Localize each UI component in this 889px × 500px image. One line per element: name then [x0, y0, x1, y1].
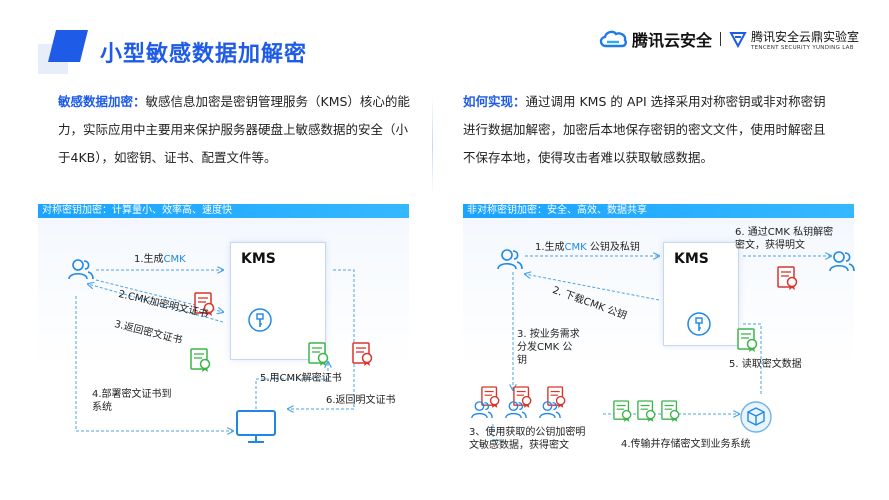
symmetric-panel-header: 对称密钥加密：计算量小、效率高、速度快: [38, 204, 409, 218]
right-body: 通过调用 KMS 的 API 选择采用对称密钥或非对称密钥进行数据加解密，加密后…: [463, 94, 826, 165]
symmetric-step-4: 4.部署密文证书到系统: [92, 389, 172, 413]
yunding-lab-icon: [729, 32, 747, 48]
lab-name: 腾讯安全云鼎实验室 TENCENT SECURITY YUNDING LAB: [751, 28, 859, 51]
left-body: 敏感信息加密是密钥管理服务（KMS）核心的能力，实际应用中主要用来保护服务器硬盘…: [58, 94, 410, 165]
asymmetric-kms-label: KMS: [674, 251, 709, 267]
green-certificate-icon: [661, 400, 681, 422]
symmetric-step-6: 6.返回明文证书: [326, 395, 396, 406]
user-group-icon: [829, 250, 855, 272]
asymmetric-panel: 非对称密钥加密：安全、高效、数据共享 KMS 1.生成CMK 公钥及私钥 2.: [463, 204, 854, 466]
cloud-cube-icon: [740, 401, 772, 433]
user-group-icon: [471, 400, 493, 419]
green-certificate-icon: [190, 348, 212, 372]
symmetric-kms-label: KMS: [241, 251, 276, 267]
symmetric-panel: 对称密钥加密：计算量小、效率高、速度快 KMS 1.生成C: [38, 204, 409, 466]
header-decoration: [38, 30, 88, 74]
symmetric-step-5: 5.用CMK解密证书: [260, 373, 342, 384]
asymmetric-step-3: 3. 按业务需求分发CMK 公钥: [517, 329, 580, 366]
symmetric-flow-diagram: [75, 204, 355, 466]
right-description: 如何实现：通过调用 KMS 的 API 选择采用对称密钥或非对称密钥进行数据加解…: [463, 88, 833, 172]
asymmetric-step-4: 4.传输并存储密文到业务系统: [621, 439, 751, 450]
lab-name-en: TENCENT SECURITY YUNDING LAB: [750, 44, 854, 51]
green-certificate-icon: [613, 400, 633, 422]
user-group-icon: [539, 400, 561, 419]
asymmetric-step-6: 6. 通过CMK 私钥解密密文，获得明文: [735, 227, 834, 251]
user-group-icon: [505, 400, 527, 419]
brand-logo-area: 腾讯云安全 腾讯安全云鼎实验室 TENCENT SECURITY YUNDING…: [598, 24, 859, 54]
brand-name: 腾讯云安全: [631, 31, 712, 50]
asymmetric-panel-header: 非对称密钥加密：安全、高效、数据共享: [463, 204, 854, 218]
asymmetric-step-3b: 3、使用获取的公钥加密明文敏感数据，获得密文: [469, 427, 586, 451]
symmetric-step-1: 1.生成CMK: [134, 254, 186, 265]
brand-separator: [719, 32, 721, 46]
lab-name-cn: 腾讯安全云鼎实验室: [750, 29, 859, 44]
vertical-divider: [432, 95, 433, 195]
symmetric-kms-box: KMS: [230, 242, 326, 360]
key-icon: [687, 312, 711, 336]
green-certificate-icon: [637, 400, 657, 422]
left-description: 敏感数据加密：敏感信息加密是密钥管理服务（KMS）核心的能力，实际应用中主要用来…: [58, 88, 414, 172]
user-group-icon: [497, 248, 523, 270]
symmetric-panel-body: [38, 218, 409, 466]
green-certificate-icon: [308, 342, 330, 366]
red-certificate-icon: [352, 342, 374, 366]
page-title: 小型敏感数据加解密: [100, 42, 308, 67]
left-keyword: 敏感数据加密：: [58, 94, 146, 109]
right-keyword: 如何实现：: [463, 94, 526, 109]
asymmetric-step-5: 5. 读取密文数据: [729, 359, 802, 370]
red-certificate-icon: [777, 266, 799, 290]
asymmetric-step-1: 1.生成CMK 公钥及私钥: [535, 242, 640, 253]
key-icon: [248, 308, 272, 332]
monitor-icon: [236, 410, 276, 443]
user-group-icon: [68, 258, 94, 280]
green-certificate-icon: [737, 328, 759, 352]
tencent-cloud-icon: [599, 30, 627, 48]
